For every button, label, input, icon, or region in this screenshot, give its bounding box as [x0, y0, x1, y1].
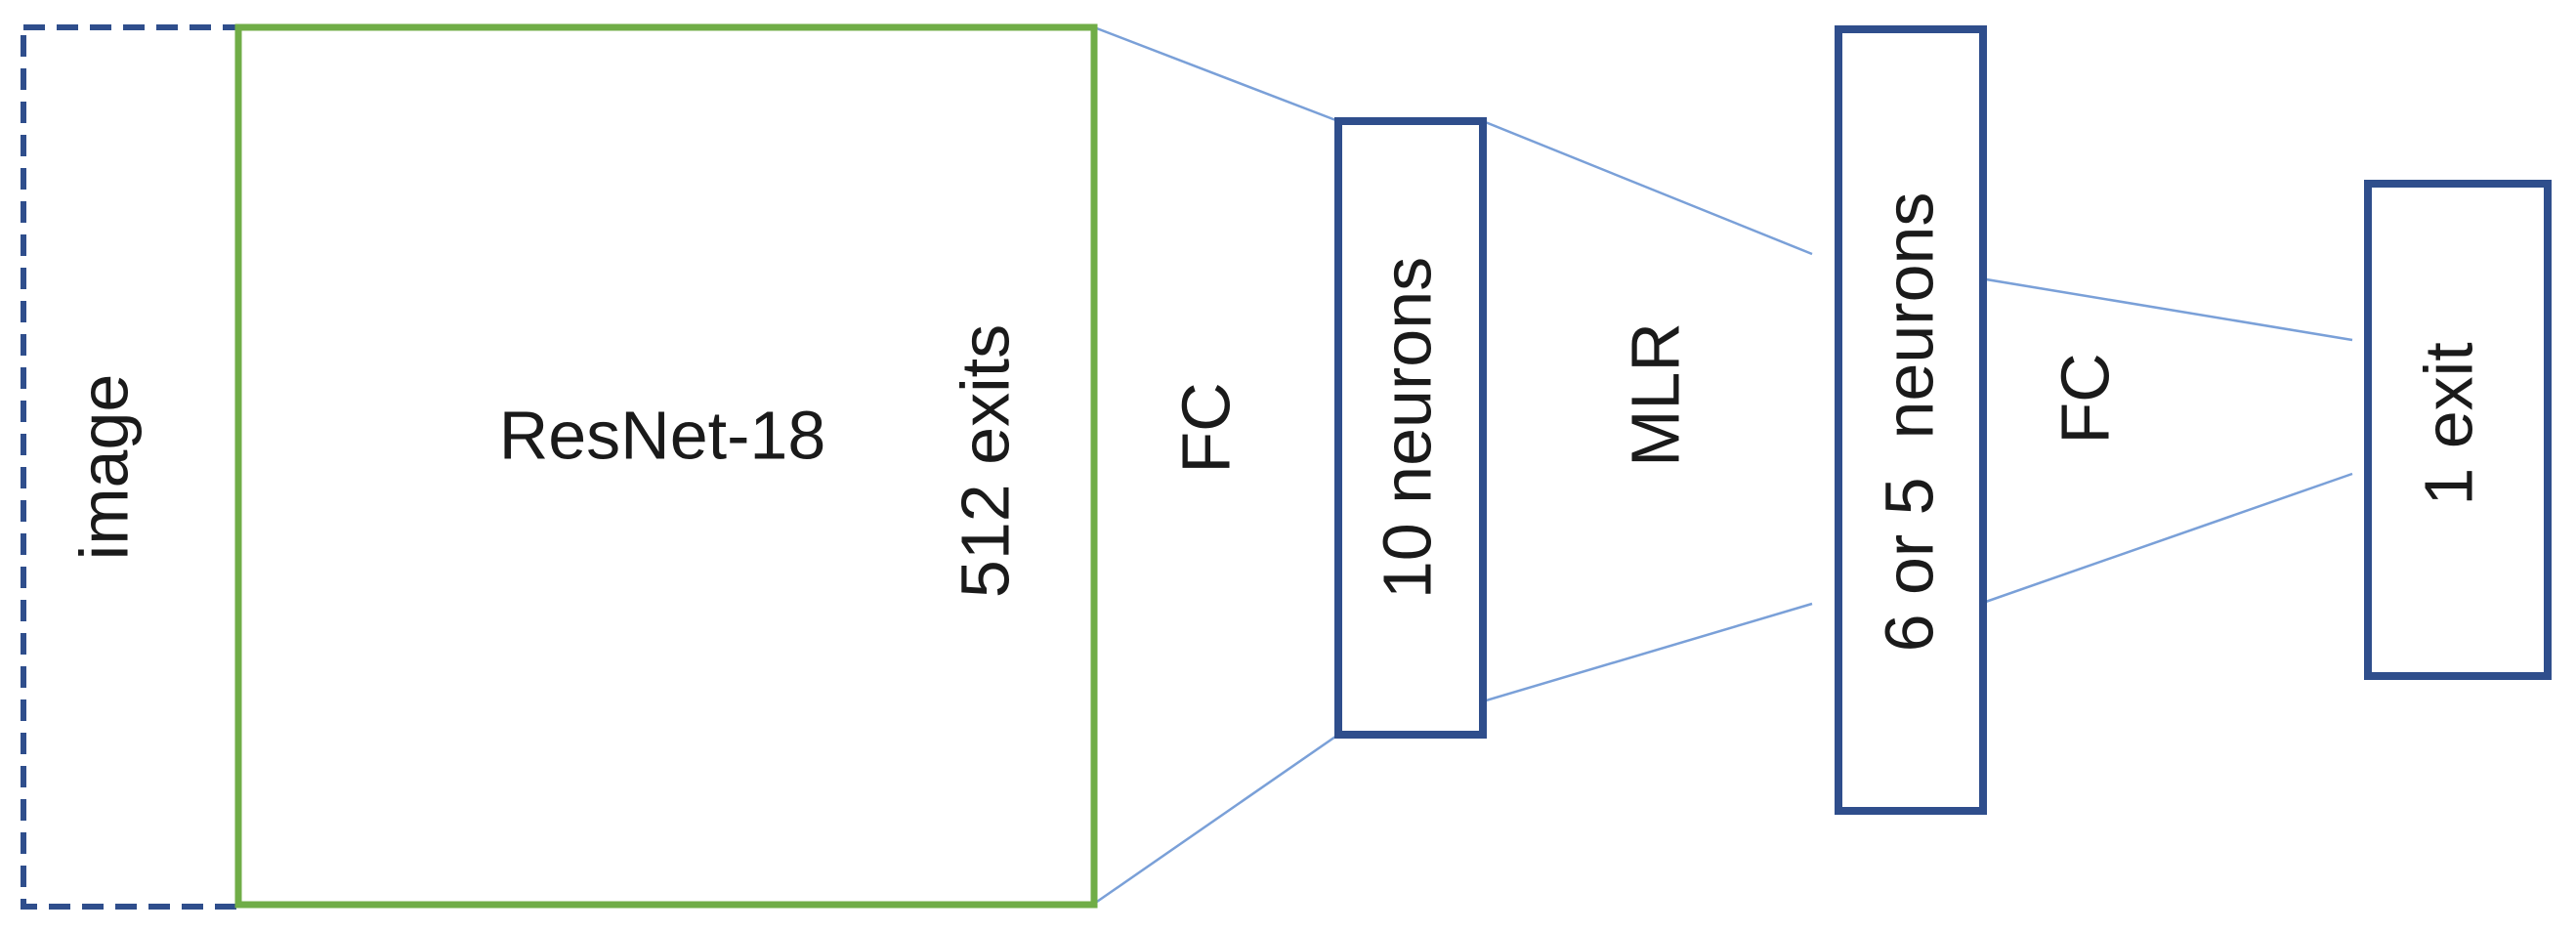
layer1-block	[1334, 117, 1487, 739]
mlr-bottom-line	[1482, 602, 1813, 703]
resnet-block	[234, 23, 1098, 909]
fc1-top-line	[1093, 25, 1339, 123]
layer1-label: 10 neurons	[1369, 257, 1445, 599]
output-label: 1 exit	[2410, 342, 2486, 505]
fc2-top-line	[1979, 276, 2353, 342]
image-input-block	[21, 24, 241, 910]
mlr-top-line	[1482, 119, 1813, 256]
output-block	[2364, 180, 2552, 680]
fc2-label: FC	[2047, 353, 2123, 444]
mlr-label: MLR	[1617, 322, 1693, 467]
layer2-block	[1835, 25, 1987, 815]
layer2-label: 6 or 5 neurons	[1871, 192, 1947, 653]
fc1-label: FC	[1167, 382, 1244, 473]
resnet-output-label: 512 exits	[947, 324, 1023, 598]
image-label: image	[65, 374, 142, 561]
fc2-bottom-line	[1979, 472, 2353, 606]
fc1-bottom-line	[1093, 733, 1339, 906]
resnet-label: ResNet-18	[499, 397, 826, 473]
